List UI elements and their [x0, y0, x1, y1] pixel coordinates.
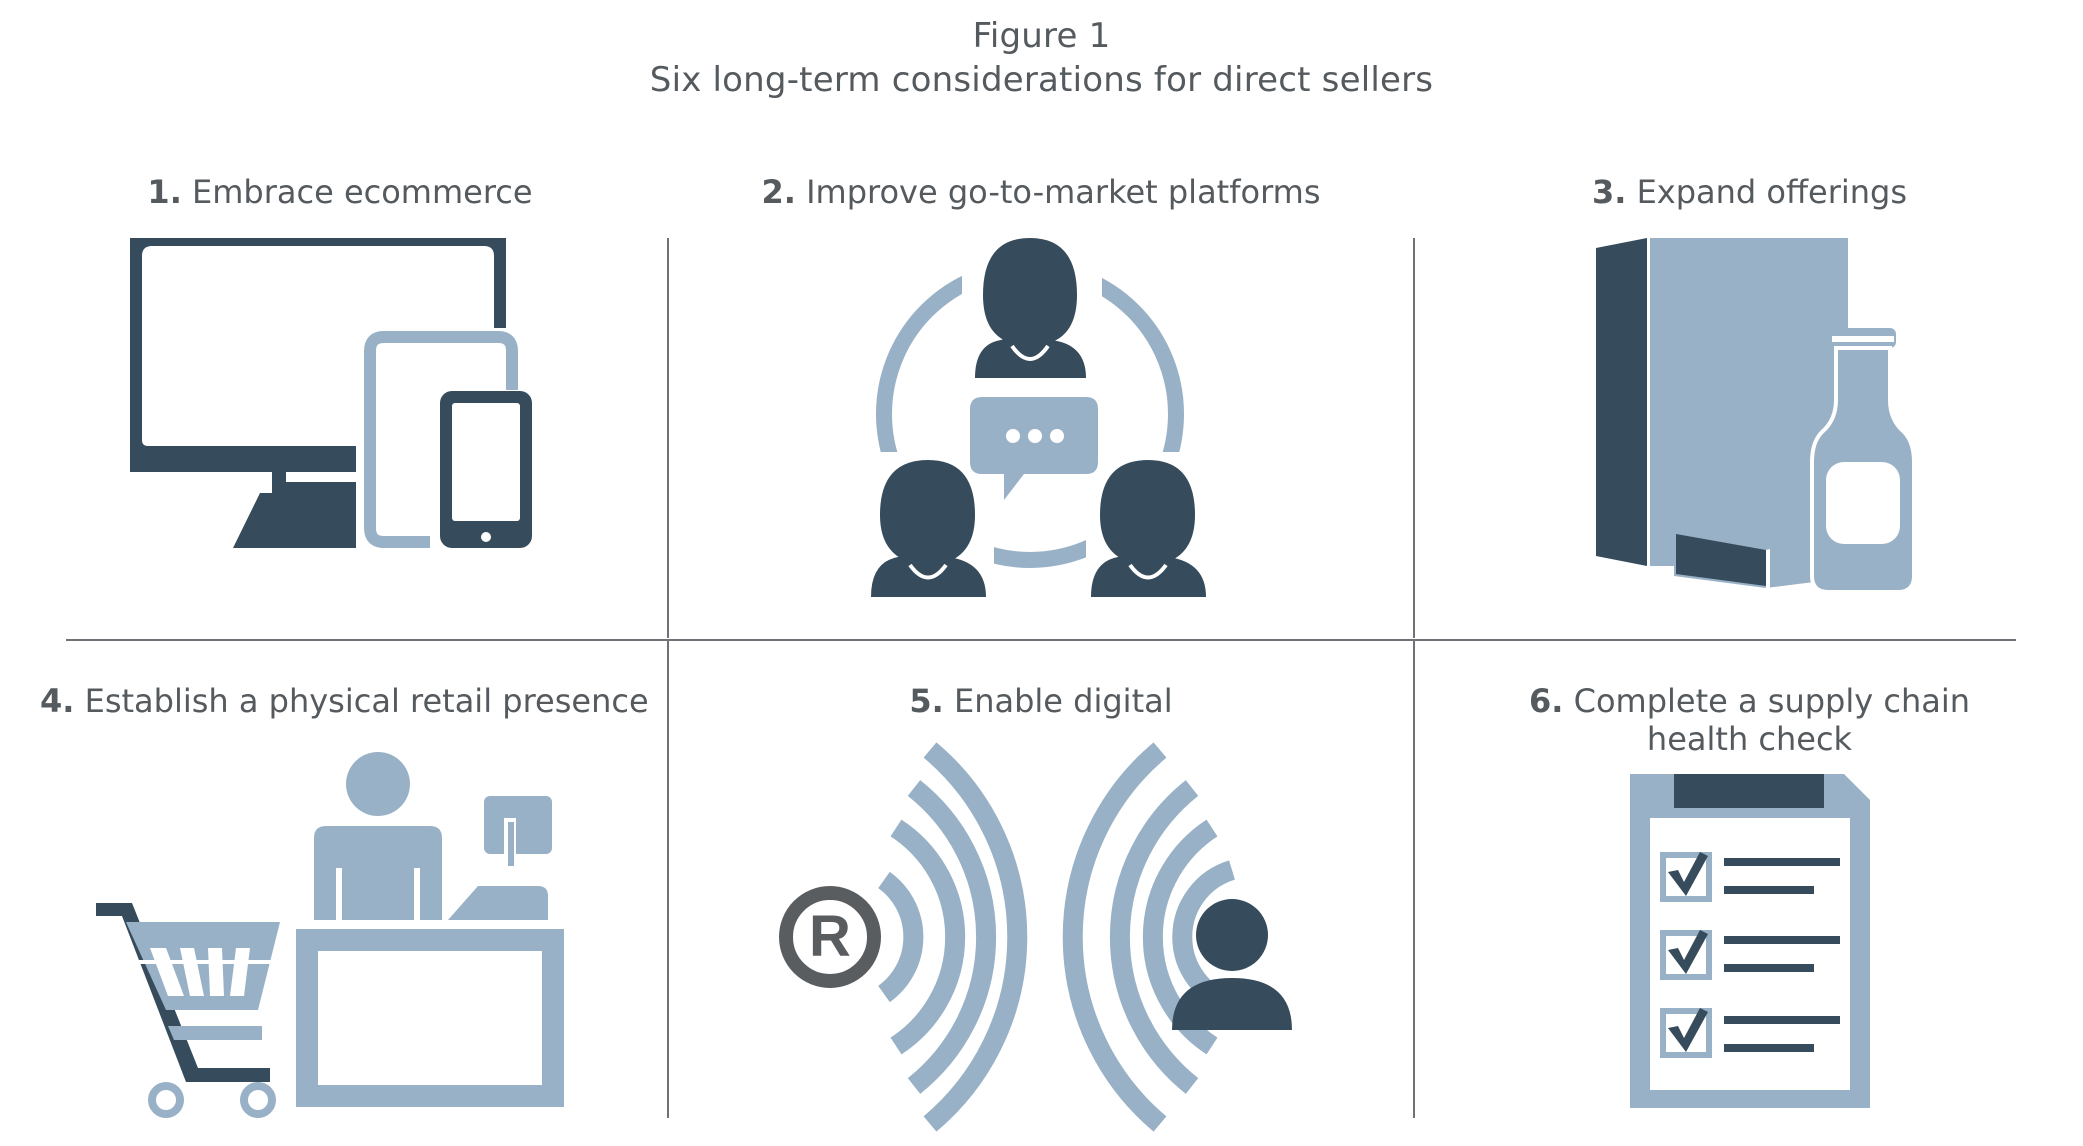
figure-number: Figure 1 — [972, 16, 1111, 56]
cell-4-label: Establish a physical retail presence — [84, 682, 649, 720]
cell-4-number: 4. — [40, 682, 75, 720]
person-bottom-right — [1091, 460, 1206, 597]
registered-trademark-icon: R — [779, 886, 881, 988]
chat-bubble-icon — [970, 397, 1098, 500]
cell-6-label-line2: health check — [1646, 720, 1853, 758]
svg-text:R: R — [809, 904, 851, 969]
cell-2-number: 2. — [761, 173, 796, 211]
cashier-head — [346, 752, 410, 816]
cell-3-label: Expand offerings — [1636, 173, 1908, 211]
cell-5-label: Enable digital — [953, 682, 1173, 720]
checklist-items — [1660, 852, 1840, 1058]
shopping-cart-icon — [96, 903, 280, 1118]
person-top — [975, 238, 1086, 378]
figure-subtitle: Six long-term considerations for direct … — [649, 60, 1434, 100]
cashier-body — [314, 826, 442, 920]
cell-2-title: 2. Improve go-to-market platforms — [670, 173, 1412, 211]
cell-5-number: 5. — [909, 682, 944, 720]
signal-waves-left — [877, 742, 1028, 1132]
horizontal-divider — [66, 639, 2016, 641]
tablet — [364, 331, 518, 548]
register-screen — [484, 796, 552, 854]
cell-3-number: 3. — [1591, 173, 1627, 211]
clipboard-clip — [1674, 774, 1824, 808]
cell-3-title: 3. Expand offerings — [1416, 173, 2083, 211]
cell-6-label-line1: Complete a supply chain — [1573, 682, 1970, 720]
phone-button — [481, 532, 491, 542]
vertical-divider-right-top — [1413, 238, 1415, 638]
cell-1-title: 1. Embrace ecommerce — [40, 173, 640, 211]
cell-6-number: 6. — [1529, 682, 1564, 720]
register-base — [448, 886, 548, 920]
monitor-stand — [233, 456, 356, 548]
vertical-divider-left-bottom — [667, 641, 669, 1118]
bottle — [1810, 328, 1916, 594]
monitor-screen — [130, 238, 506, 472]
person-bottom-left — [871, 460, 986, 597]
cell-5-title: 5. Enable digital — [670, 682, 1412, 720]
cereal-box-side — [1596, 238, 1647, 566]
cell-1-number: 1. — [147, 173, 182, 211]
cell-2-label: Improve go-to-market platforms — [806, 173, 1321, 211]
user-icon — [1172, 899, 1292, 1030]
cell-6-title: 6. Complete a supply chain health check — [1416, 682, 2083, 758]
signal-waves-right — [1062, 742, 1236, 1132]
vertical-divider-left-top — [667, 238, 669, 638]
cell-1-label: Embrace ecommerce — [192, 173, 533, 211]
vertical-divider-right-bottom — [1413, 641, 1415, 1118]
phone-screen — [452, 403, 520, 521]
cell-4-title: 4. Establish a physical retail presence — [40, 682, 649, 720]
